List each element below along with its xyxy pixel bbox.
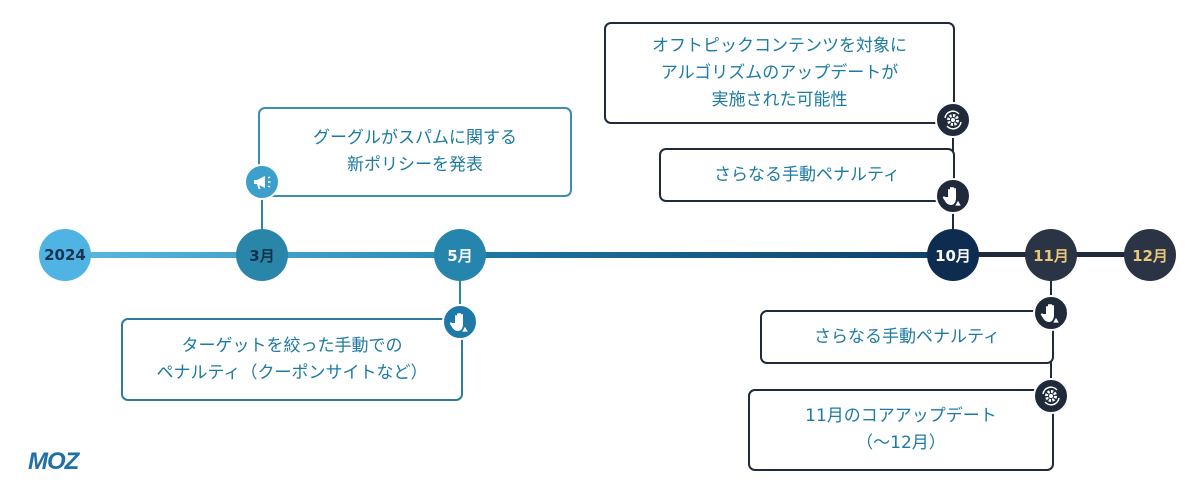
hand-warning-icon <box>1033 295 1069 331</box>
hand-warning-icon <box>442 304 478 340</box>
gear-update-icon <box>935 102 971 138</box>
node-october: 10月 <box>927 229 979 281</box>
event-october-manual-penalty: さらなる手動ペナルティ <box>659 148 955 202</box>
event-march-spam-policy: グーグルがスパムに関する 新ポリシーを発表 <box>258 107 572 197</box>
hand-warning-icon <box>935 178 971 214</box>
connector <box>459 270 461 325</box>
moz-logo: MOZ <box>28 448 79 475</box>
event-october-algorithm-update: オフトピックコンテンツを対象に アルゴリズムのアップデートが 実施された可能性 <box>604 22 955 124</box>
event-november-core-update: 11月のコアアップデート （～12月） <box>748 389 1054 471</box>
node-november: 11月 <box>1025 229 1077 281</box>
connector <box>261 190 263 240</box>
node-december: 12月 <box>1124 229 1176 281</box>
timeline-line <box>460 252 955 258</box>
gear-update-icon <box>1033 378 1069 414</box>
event-may-manual-penalty: ターゲットを絞った手動での ペナルティ（クーポンサイトなど） <box>121 318 463 401</box>
megaphone-icon <box>244 164 280 200</box>
event-november-manual-penalty: さらなる手動ペナルティ <box>760 310 1054 364</box>
node-2024: 2024 <box>39 229 91 281</box>
node-march: 3月 <box>236 229 288 281</box>
node-may: 5月 <box>434 229 486 281</box>
